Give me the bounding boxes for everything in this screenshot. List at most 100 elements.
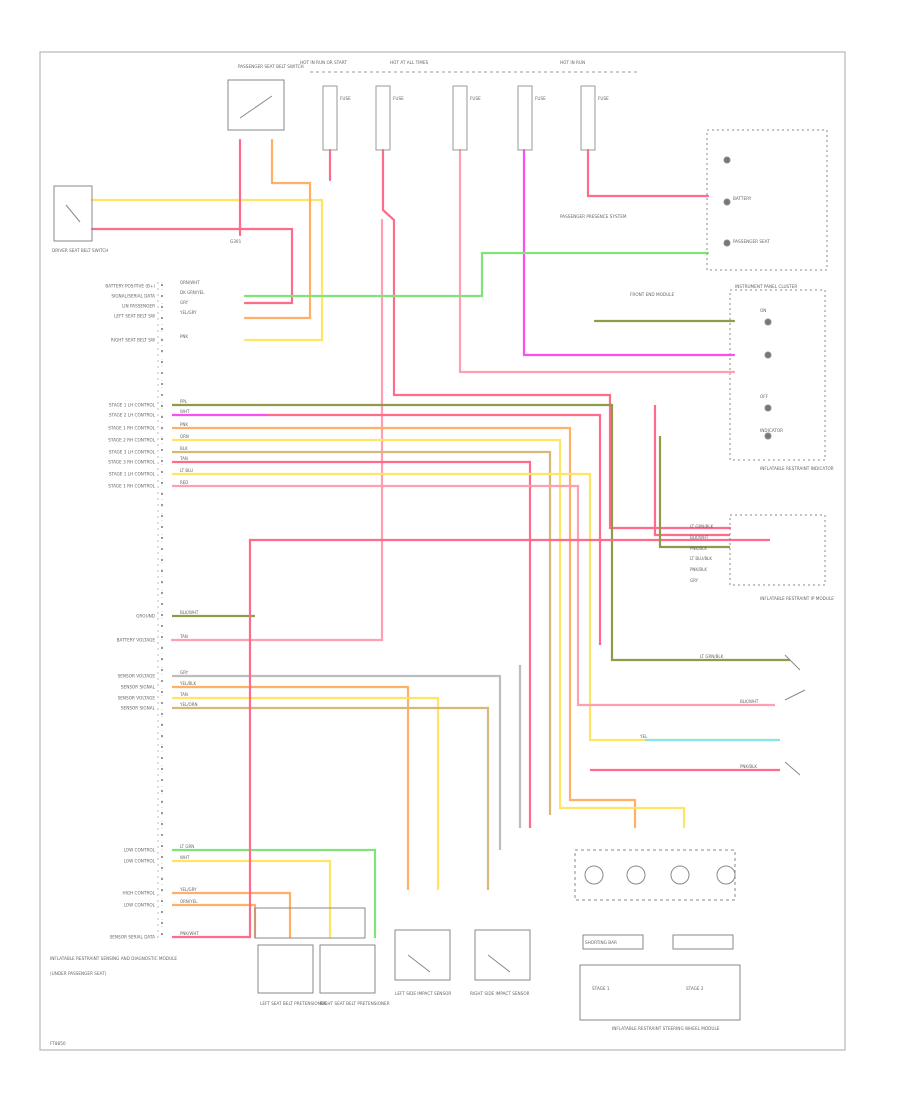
connector-pin (161, 779, 163, 781)
wire-color-label: GRY (690, 578, 699, 583)
label-sdm-title: INFLATABLE RESTRAINT SENSING AND DIAGNOS… (50, 956, 177, 961)
connector-pin (161, 691, 163, 693)
wire-stage-5 (172, 450, 552, 815)
connector-pin (161, 790, 163, 792)
wires-bottom (172, 405, 770, 939)
wire-color-label: YEL (639, 734, 648, 739)
wire-stage-2b (268, 413, 602, 645)
label-hot-run-2: HOT IN RUN (560, 60, 585, 65)
wire-indicator-2 (658, 436, 730, 549)
sdm-pin-label: LOW CONTROL (124, 859, 156, 864)
passenger-airbag-connector (729, 514, 826, 586)
sdm-pin-label: GROUND (136, 614, 155, 619)
label-passenger-airbag-module: INFLATABLE RESTRAINT IP MODULE (760, 596, 834, 601)
wire-color-label: LT BLU (180, 468, 193, 473)
wire-color-label: TAN (179, 456, 188, 461)
sdm-pin-label: SENSOR VOLTAGE (118, 696, 156, 701)
connector-pin (161, 823, 163, 825)
wire-green-ppm (243, 251, 710, 298)
wire-sensor-3 (172, 696, 440, 890)
wire-color-label: WHT (180, 855, 190, 860)
driver-seat-belt-switch (53, 185, 93, 242)
component-labels: DRIVER SEAT BELT SWITCH PASSENGER SEAT BE… (50, 60, 834, 1046)
connector-pin (161, 878, 163, 880)
label-off: OFF (760, 394, 769, 399)
connector-pin (161, 537, 163, 539)
wire-color-label: GRY (180, 300, 189, 305)
wire-color-label: PNK (180, 334, 188, 339)
connector-pin (161, 592, 163, 594)
connector-pin (161, 603, 163, 605)
connector-pin (161, 713, 163, 715)
connector-pin (161, 460, 163, 462)
wire-color-label: YEL/GRY (179, 887, 197, 892)
wire-color-label: YEL/BLK (179, 681, 197, 686)
label-on: ON (760, 308, 766, 313)
wire-fuse-2 (381, 148, 732, 530)
label-fuse-5: FUSE (598, 96, 609, 101)
label-fuse-1: FUSE (340, 96, 351, 101)
connector-pin (161, 383, 163, 385)
wire-stage-6 (172, 460, 532, 828)
connector-pin (161, 350, 163, 352)
wire-buckle-right (243, 138, 312, 320)
left-labels: BATTERY POSITIVE (B+)SIGNAL/SERIAL DATAL… (105, 284, 155, 940)
wire-color-label: LT GRN/BLK (690, 524, 714, 529)
wire-color-label: ORN/WHT (180, 280, 200, 285)
wire-stage-7 (172, 472, 780, 742)
wire-color-label: PNK/BLK (690, 567, 707, 572)
label-hot-run-1: HOT IN RUN OR START (300, 60, 347, 65)
wire-color-label: GRY (180, 670, 189, 675)
connector-pin (161, 449, 163, 451)
sdm-pin-label: LEFT SEAT BELT SW (114, 314, 155, 319)
connector-pins (161, 284, 163, 935)
label-ipc: INSTRUMENT PANEL CLUSTER (735, 284, 797, 289)
wire-low-2 (172, 859, 332, 938)
sdm-pin-label: LIN PASSENGER (122, 304, 155, 309)
wire-color-label: LT GRN (180, 844, 194, 849)
connector-pin (161, 493, 163, 495)
wire-color-label: PNK/WHT (180, 931, 199, 936)
wire-sensor-2 (172, 685, 410, 890)
connector-pin (161, 845, 163, 847)
label-driver-pretensioner: LEFT SEAT BELT PRETENSIONER (260, 1001, 326, 1006)
label-right-side-sensor: RIGHT SIDE IMPACT SENSOR (470, 991, 530, 996)
label-steering-wheel-module: INFLATABLE RESTRAINT STEERING WHEEL MODU… (612, 1026, 720, 1031)
wire-color-label: PPL (180, 399, 188, 404)
sdm-pin-label: SENSOR SIGNAL (121, 685, 156, 690)
connector-pin (161, 317, 163, 319)
connector-pin (161, 834, 163, 836)
steering-wheel-module (574, 849, 741, 1021)
sdm-pin-label: STAGE 2 RH CONTROL (108, 438, 155, 443)
connector-pin (161, 526, 163, 528)
wire-high-1 (172, 891, 292, 938)
connector-pin (161, 768, 163, 770)
sdm-pin-label: BATTERY POSITIVE (B+) (105, 284, 155, 289)
instrument-panel-cluster (729, 289, 826, 461)
connector-pin (161, 867, 163, 869)
connector-pin (161, 900, 163, 902)
wires-top (90, 138, 736, 642)
wire-color-label: ORN/YEL (180, 899, 198, 904)
sdm-pin-label: LOW CONTROL (124, 903, 156, 908)
sdm-pin-label: STAGE 3 RH CONTROL (108, 460, 155, 465)
label-fuse-4: FUSE (535, 96, 546, 101)
label-driver-buckle: DRIVER SEAT BELT SWITCH (52, 248, 108, 253)
wire-color-label: PNK (180, 422, 188, 427)
label-fuse-3: FUSE (470, 96, 481, 101)
connector-pin (161, 757, 163, 759)
wire-stage-3 (172, 426, 637, 828)
wire-driver-buckle-2 (90, 227, 294, 305)
label-hot-at-all-times: HOT AT ALL TIMES (390, 60, 429, 65)
label-passenger-buckle: PASSENGER SEAT BELT SWITCH (238, 64, 304, 69)
wire-color-label: ORN (180, 434, 189, 439)
connector-pin (161, 504, 163, 506)
wire-stage-1 (172, 403, 790, 662)
connector-pin (161, 570, 163, 572)
label-battery: BATTERY (733, 196, 752, 201)
wire-color-label: LT GRN/BLK (700, 654, 724, 659)
wire-color-label: YEL/ORN (179, 702, 197, 707)
label-left-side-sensor: LEFT SIDE IMPACT SENSOR (395, 991, 451, 996)
